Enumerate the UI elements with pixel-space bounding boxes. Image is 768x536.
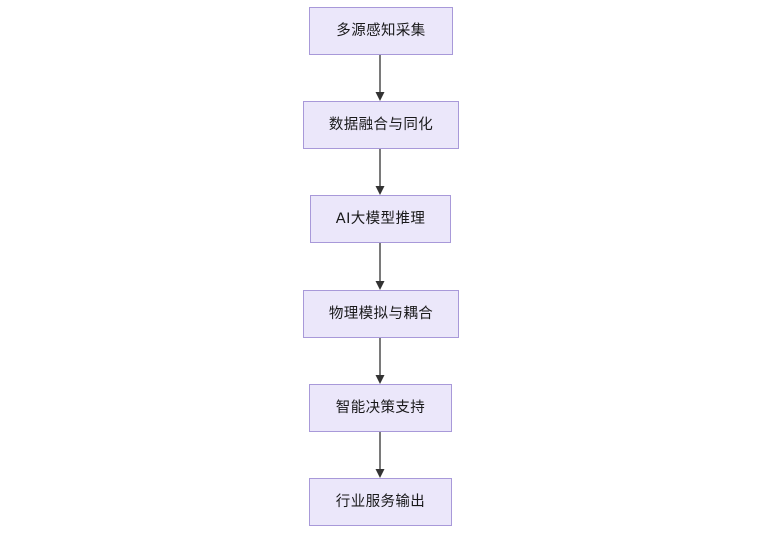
flow-node-data-fusion[interactable]: 数据融合与同化 <box>303 101 459 149</box>
flow-node-label: AI大模型推理 <box>335 210 426 227</box>
edge-n3-n4 <box>375 243 385 290</box>
flow-node-industry-service-output[interactable]: 行业服务输出 <box>309 478 452 526</box>
flow-node-label: 智能决策支持 <box>335 399 426 416</box>
flow-node-label: 数据融合与同化 <box>328 116 434 133</box>
flow-node-multi-source-sensing[interactable]: 多源感知采集 <box>309 7 453 55</box>
flow-node-ai-model-inference[interactable]: AI大模型推理 <box>310 195 451 243</box>
arrowhead-icon <box>375 186 385 195</box>
arrowhead-icon <box>375 92 385 101</box>
arrowhead-icon <box>375 375 385 384</box>
flow-node-decision-support[interactable]: 智能决策支持 <box>309 384 452 432</box>
edge-n5-n6 <box>375 432 385 478</box>
flow-node-label: 多源感知采集 <box>336 22 426 39</box>
flow-node-physics-simulation[interactable]: 物理模拟与耦合 <box>303 290 459 338</box>
edge-n2-n3 <box>375 149 385 195</box>
flow-node-label: 行业服务输出 <box>335 493 426 510</box>
edge-n4-n5 <box>375 338 385 384</box>
arrowhead-icon <box>375 281 385 290</box>
flow-node-label: 物理模拟与耦合 <box>328 305 434 322</box>
edge-n1-n2 <box>375 55 385 101</box>
arrowhead-icon <box>375 469 385 478</box>
